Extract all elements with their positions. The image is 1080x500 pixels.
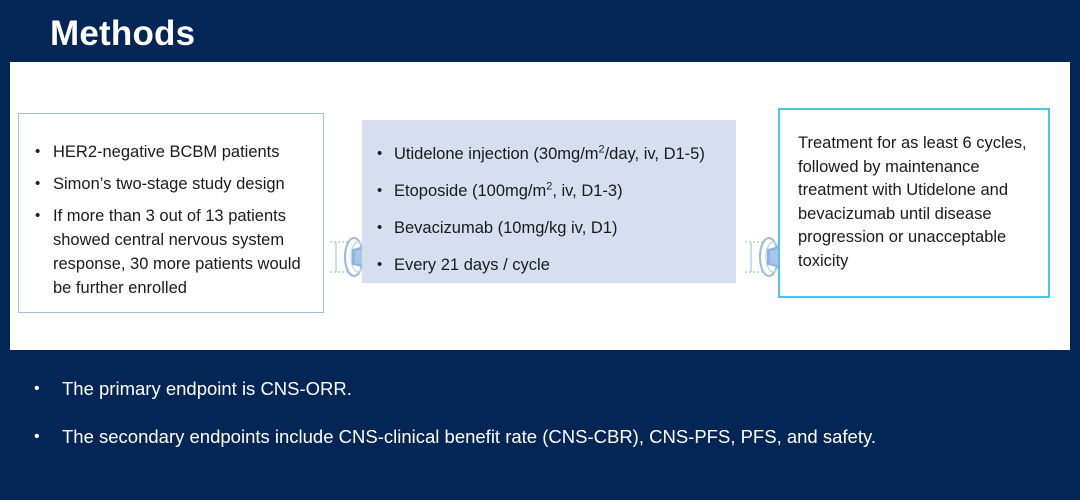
regimen-list: Utidelone injection (30mg/m2/day, iv, D1… (374, 142, 724, 277)
page-title: Methods (50, 14, 196, 53)
regimen-text-prefix: Bevacizumab (10mg/kg iv, D1) (394, 219, 618, 237)
regimen-text-suffix: /day, iv, D1-5) (604, 145, 705, 163)
list-item: If more than 3 out of 13 patients showed… (33, 204, 309, 300)
regimen-superscript: 2 (598, 143, 605, 156)
list-item: Simon’s two-stage study design (33, 172, 309, 196)
flow-box-eligibility: HER2-negative BCBM patients Simon’s two-… (18, 113, 324, 313)
list-item: HER2-negative BCBM patients (33, 140, 309, 164)
regimen-text-prefix: Every 21 days / cycle (394, 256, 550, 274)
regimen-text-prefix: Utidelone injection (30mg/m (394, 145, 599, 163)
flow-box-maintenance: Treatment for as least 6 cycles, followe… (778, 108, 1050, 298)
eligibility-list: HER2-negative BCBM patients Simon’s two-… (33, 140, 309, 300)
regimen-text-prefix: Etoposide (100mg/m (394, 182, 547, 200)
list-item: The secondary endpoints include CNS-clin… (28, 424, 1058, 450)
list-item: Bevacizumab (10mg/kg iv, D1) (374, 216, 724, 240)
list-item: The primary endpoint is CNS-ORR. (28, 376, 1058, 402)
flow-box-regimen: Utidelone injection (30mg/m2/day, iv, D1… (362, 120, 736, 283)
maintenance-text: Treatment for as least 6 cycles, followe… (798, 134, 1027, 270)
regimen-superscript: 2 (546, 180, 553, 193)
list-item: Every 21 days / cycle (374, 253, 724, 277)
list-item: Etoposide (100mg/m2, iv, D1-3) (374, 179, 724, 203)
endpoints-list: The primary endpoint is CNS-ORR. The sec… (28, 376, 1058, 472)
list-item: Utidelone injection (30mg/m2/day, iv, D1… (374, 142, 724, 166)
content-panel: HER2-negative BCBM patients Simon’s two-… (10, 62, 1070, 350)
regimen-text-suffix: , iv, D1-3) (552, 182, 623, 200)
